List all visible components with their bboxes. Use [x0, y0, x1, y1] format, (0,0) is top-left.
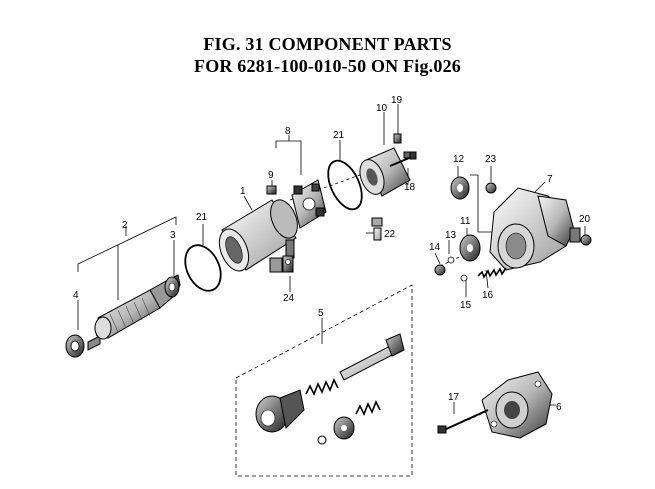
part-23-nut — [485, 182, 497, 194]
callout-6: 6 — [556, 402, 562, 413]
callout-18: 18 — [404, 182, 416, 193]
callout-9: 9 — [268, 170, 274, 181]
part-12-gear — [450, 176, 470, 200]
part-8-brush-holder — [291, 179, 327, 229]
part-2-armature — [87, 274, 181, 351]
part-21-oring-left — [184, 244, 222, 292]
part-17-through-bolt — [437, 409, 489, 434]
part-15-washer — [460, 274, 468, 282]
callout-17: 17 — [448, 392, 460, 403]
part-18-stud — [389, 151, 417, 167]
callout-16: 16 — [482, 290, 494, 301]
callout-20: 20 — [579, 214, 591, 225]
part-5-pinion-assembly — [255, 333, 405, 445]
callout-2: 2 — [122, 220, 128, 231]
part-9-brush — [266, 185, 277, 195]
callout-5: 5 — [318, 308, 324, 319]
callout-21-left: 21 — [196, 212, 208, 223]
callout-8: 8 — [285, 126, 291, 137]
figure-subtitle: FOR 6281-100-010-50 ON Fig.026 — [194, 56, 461, 76]
callout-14: 14 — [429, 242, 441, 253]
part-16-spring — [477, 267, 507, 279]
part-24-terminal — [282, 255, 294, 273]
part-10-switch-cover — [359, 147, 415, 197]
figure-title: FIG. 31 COMPONENT PARTS — [203, 34, 452, 54]
callout-11: 11 — [460, 216, 471, 227]
part-1-yoke — [218, 199, 298, 273]
callout-13: 13 — [445, 230, 457, 241]
callout-19: 19 — [391, 95, 403, 106]
part-4-bearing — [65, 334, 85, 358]
callout-4: 4 — [73, 290, 79, 301]
callout-labels: 1 2 3 4 5 6 7 8 9 10 11 12 13 14 15 16 1… — [73, 95, 591, 413]
part-22-plunger — [371, 217, 383, 241]
part-6-front-bracket — [481, 371, 553, 439]
callout-24: 24 — [283, 293, 295, 304]
callout-1: 1 — [240, 186, 246, 197]
part-20-nut — [580, 234, 592, 246]
part-7-drive-housing — [489, 187, 581, 271]
callout-23: 23 — [485, 154, 497, 165]
part-21-oring-mid — [327, 159, 363, 211]
part-3-bearing — [164, 276, 180, 298]
part-11-gear — [459, 234, 481, 262]
callout-3: 3 — [170, 230, 176, 241]
callout-15: 15 — [460, 300, 472, 311]
callout-10: 10 — [376, 103, 388, 114]
callout-12: 12 — [453, 154, 465, 165]
part-14-nut — [434, 264, 446, 276]
callout-21-mid: 21 — [333, 130, 345, 141]
callout-7: 7 — [547, 174, 553, 185]
part-13-ball — [447, 256, 455, 264]
part-19-screw — [393, 133, 402, 144]
callout-22: 22 — [384, 229, 396, 240]
